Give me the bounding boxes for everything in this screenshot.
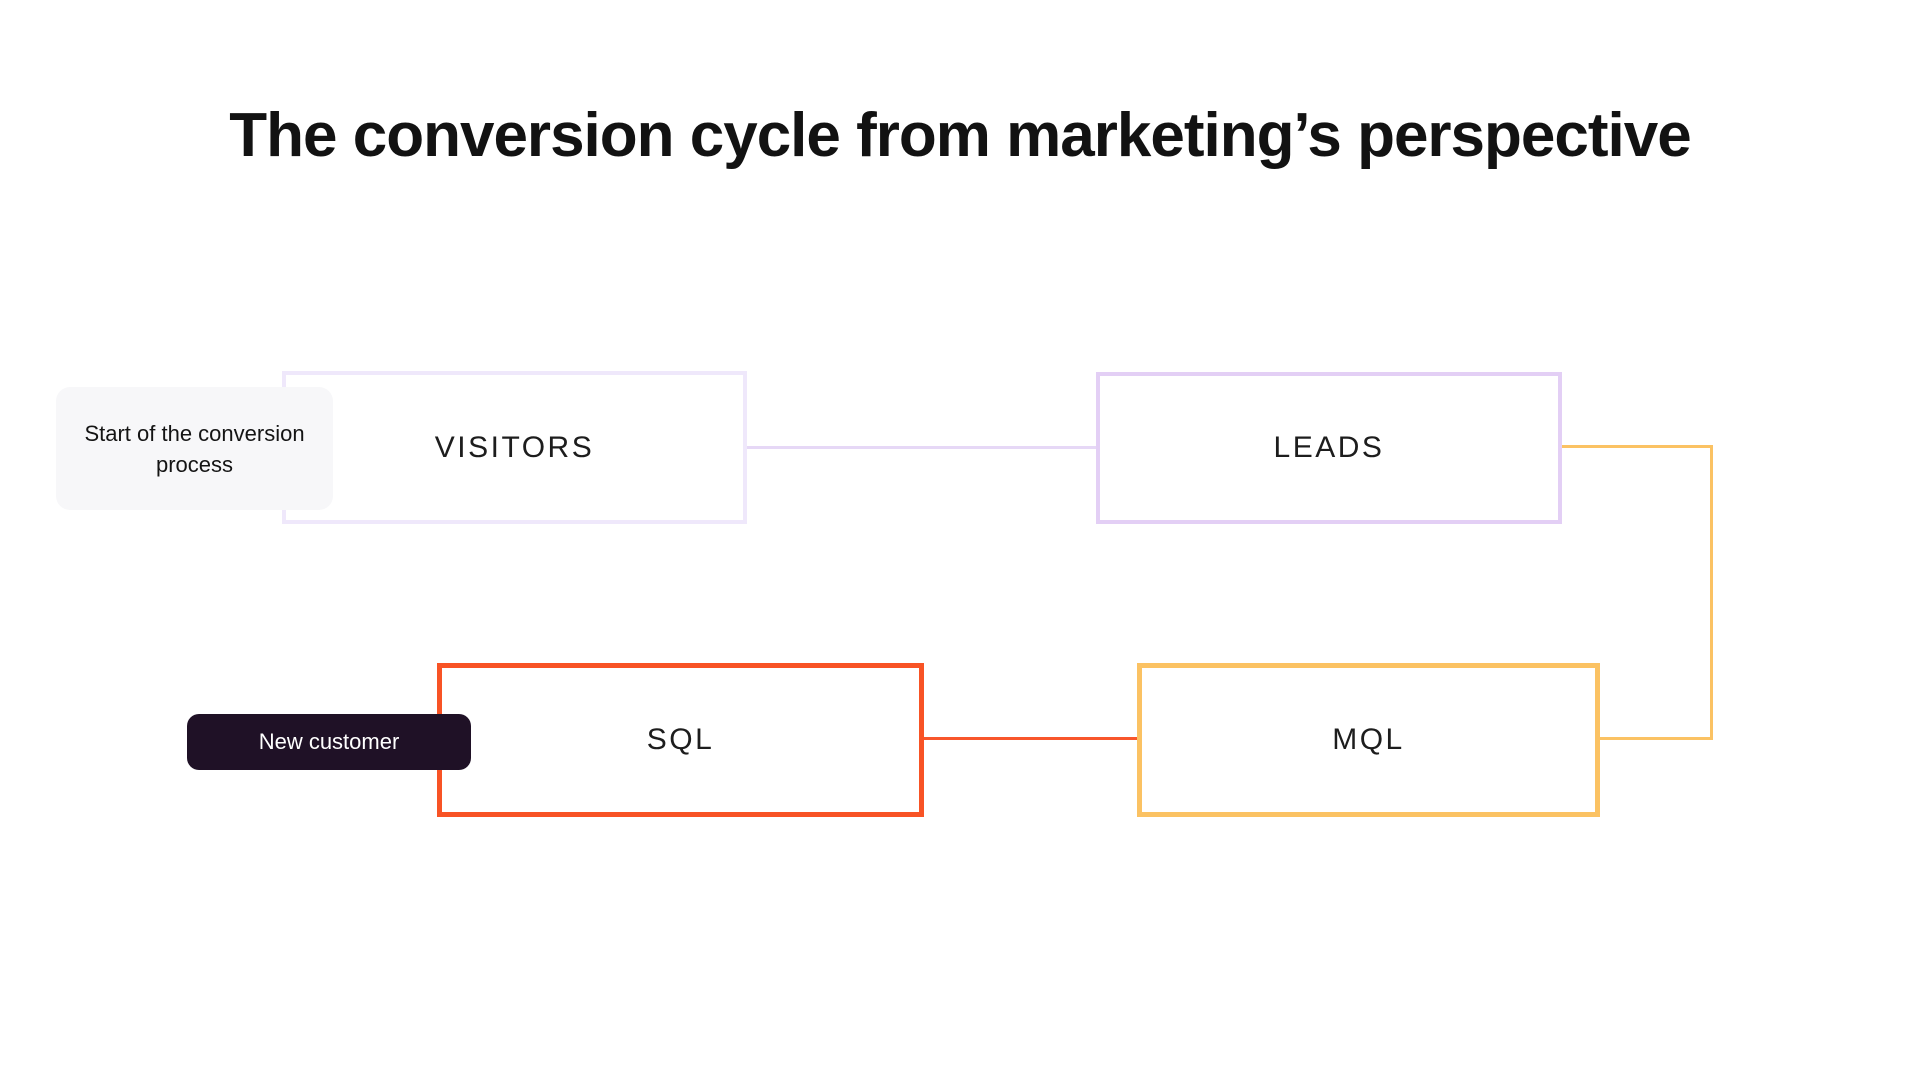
annotation-new-customer: New customer — [187, 714, 471, 770]
node-visitors: VISITORS — [282, 371, 747, 524]
annotation-start-of-process: Start of the conversion process — [56, 387, 333, 510]
node-visitors-label: VISITORS — [434, 430, 595, 464]
connector-mql-to-sql — [924, 737, 1137, 740]
node-leads: LEADS — [1096, 372, 1562, 524]
node-mql-label: MQL — [1332, 723, 1405, 756]
connector-leads-to-mql-segment-top — [1562, 445, 1713, 448]
node-sql-label: SQL — [646, 723, 715, 756]
node-leads-label: LEADS — [1273, 431, 1385, 464]
page-title: The conversion cycle from marketing’s pe… — [229, 101, 1691, 170]
node-sql: SQL — [437, 663, 924, 817]
node-mql: MQL — [1137, 663, 1600, 817]
connector-leads-to-mql-segment-vertical — [1710, 445, 1713, 740]
connector-visitors-to-leads — [747, 446, 1096, 449]
connector-leads-to-mql-segment-bottom — [1600, 737, 1713, 740]
